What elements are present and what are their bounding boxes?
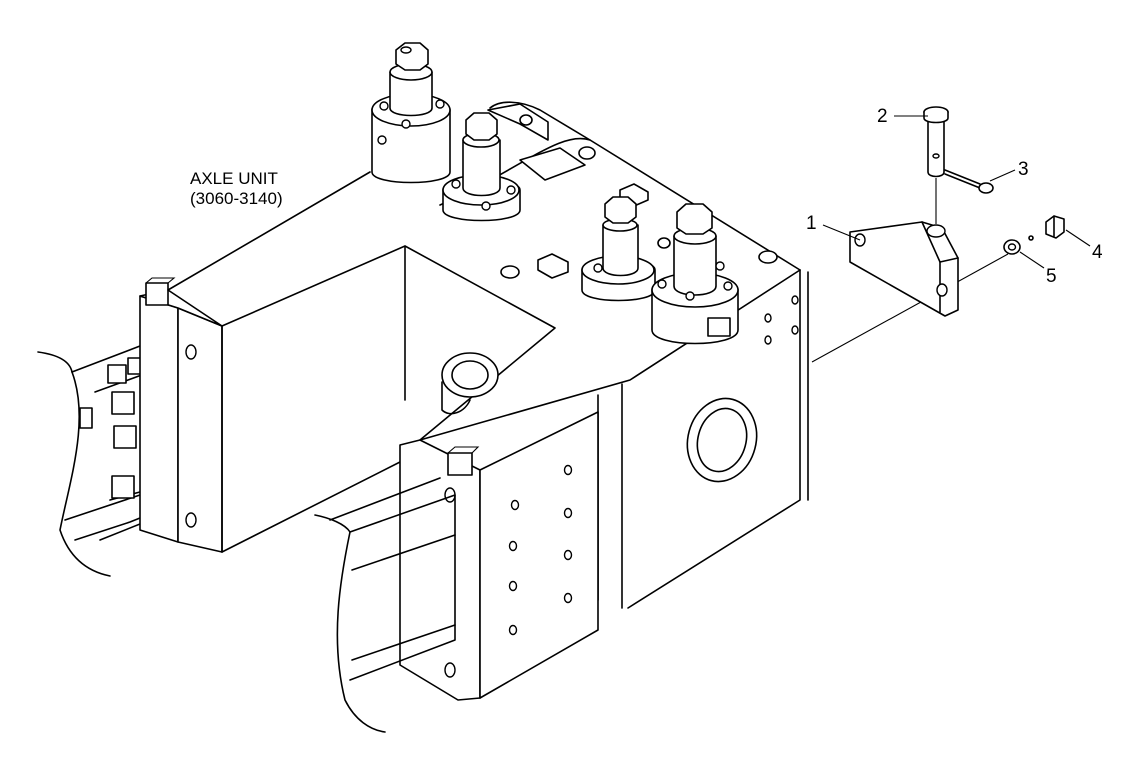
left-mount-plate bbox=[139, 277, 223, 553]
callout-label-bracket: 1 bbox=[806, 213, 817, 234]
part-nut-dot bbox=[1028, 235, 1034, 241]
valve-1 bbox=[371, 42, 451, 184]
valve-3 bbox=[581, 196, 656, 302]
axle-housing bbox=[167, 101, 809, 609]
part-washer bbox=[1003, 239, 1021, 255]
part-bolt bbox=[1045, 215, 1065, 239]
part-bracket bbox=[849, 221, 959, 317]
lower-mount-plate bbox=[399, 411, 599, 701]
part-pin bbox=[923, 106, 949, 224]
callout-label-washer: 5 bbox=[1046, 266, 1057, 287]
callout-leaders bbox=[822, 115, 1091, 269]
valve-2 bbox=[442, 103, 586, 222]
callout-label-cotter-pin: 3 bbox=[1018, 159, 1029, 180]
flange bbox=[441, 352, 499, 415]
callout-label-pin: 2 bbox=[877, 106, 888, 127]
callout-label-bolt: 4 bbox=[1092, 242, 1103, 263]
part-cotter-pin bbox=[944, 169, 994, 194]
assembly-name-line2: (3060-3140) bbox=[190, 189, 283, 208]
lower-rail bbox=[314, 477, 456, 733]
assembly-name-line1: AXLE UNIT bbox=[190, 169, 278, 188]
valve-4 bbox=[651, 203, 739, 345]
